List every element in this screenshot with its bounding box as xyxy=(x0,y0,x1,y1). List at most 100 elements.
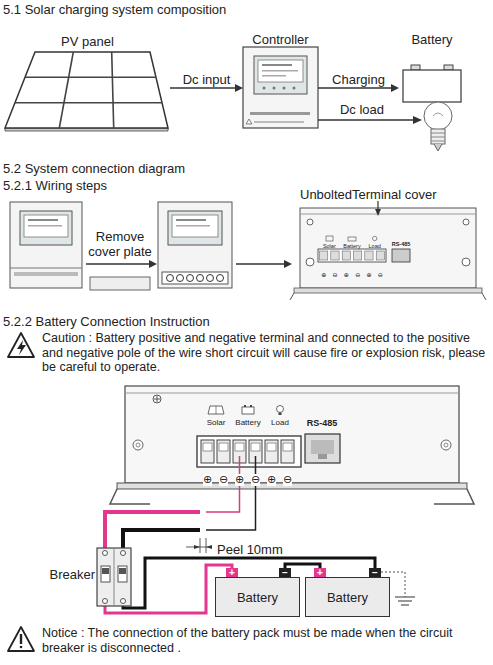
pv-panel-drawing xyxy=(15,52,162,128)
controller-step-two xyxy=(197,275,204,282)
arrow-head xyxy=(235,84,243,92)
controller-drawing xyxy=(273,87,276,90)
controller-housing xyxy=(217,440,230,463)
battery-icon: Battery xyxy=(399,30,465,105)
section-heading-slot: 5.2.2 Battery Connection Instruction xyxy=(3,312,210,330)
battery-drawing xyxy=(411,65,420,70)
part-name-slot: Breaker xyxy=(40,567,95,583)
controller-housing xyxy=(444,443,448,447)
controller-step-one xyxy=(28,225,62,227)
battery-wires xyxy=(105,512,200,548)
polarity-symbol-slot: ⊖ xyxy=(249,469,263,487)
terminal-view-small xyxy=(392,249,410,262)
connector-line xyxy=(318,87,391,88)
controller-drawing xyxy=(262,64,292,66)
dimension-mark xyxy=(194,545,200,549)
arrow-head xyxy=(391,84,399,92)
battery-drawing xyxy=(403,70,461,102)
controller-housing xyxy=(265,440,278,463)
load-label: Dc load xyxy=(332,102,392,118)
polarity-sign: − xyxy=(369,568,381,577)
warning-icon xyxy=(8,627,34,651)
breaker-drawing xyxy=(121,551,126,556)
terminal-view-small xyxy=(463,219,469,225)
controller-housing xyxy=(110,386,474,504)
node-label: Controller xyxy=(252,32,308,47)
pv-panel-drawing xyxy=(25,77,156,79)
terminal-view-small xyxy=(331,251,339,260)
part-name: Breaker xyxy=(40,567,95,583)
polarity-symbol: ⊕ xyxy=(267,474,276,486)
terminal-name-slot: Load xyxy=(263,418,297,427)
controller-housing xyxy=(125,386,459,483)
battery-drawing xyxy=(444,65,453,70)
breaker-drawing xyxy=(119,568,126,574)
load-arrow xyxy=(318,119,415,120)
battery-box: Battery xyxy=(215,577,300,617)
controller-step-two xyxy=(176,219,206,221)
step-arrow xyxy=(86,263,150,264)
breaker-drawing xyxy=(118,566,127,582)
terminal-view-small xyxy=(306,258,314,266)
controller-housing xyxy=(216,406,217,414)
breaker-drawing xyxy=(102,568,109,574)
step-caption-slot: Remove cover plate xyxy=(83,229,157,259)
terminal-view-small xyxy=(300,214,476,215)
battery-drawing xyxy=(403,65,461,102)
warning-icon xyxy=(20,646,23,649)
controller-step-two xyxy=(217,275,224,282)
polarity-symbol: ⊕ xyxy=(367,271,372,278)
section-heading: 5.2.2 Battery Connection Instruction xyxy=(3,314,210,330)
load-arrow xyxy=(318,116,422,124)
terminal-name: Solar xyxy=(199,418,233,427)
polarity-symbol-slot: ⊖ xyxy=(217,469,231,487)
controller-step-one xyxy=(24,215,68,237)
controller-housing xyxy=(281,440,294,463)
terminal-view-small xyxy=(342,251,350,260)
controller-step-two xyxy=(176,225,210,227)
polarity-symbol-slot: ⊖ xyxy=(375,263,385,281)
controller-housing xyxy=(251,443,260,451)
polarity-symbol-slot: ⊖ xyxy=(281,469,295,487)
terminal-view-small xyxy=(348,237,356,241)
callout-text: UnboltedTerminal cover xyxy=(300,187,437,203)
warning-icon xyxy=(17,340,26,355)
controller-drawing xyxy=(250,112,310,115)
warning-icon xyxy=(8,333,34,357)
dimension-mark xyxy=(206,538,207,553)
controller-drawing xyxy=(243,47,318,128)
polarity-symbol-slot: ⊕ xyxy=(265,469,279,487)
section-heading-slot: 5.1 Solar charging system composition xyxy=(3,0,226,18)
terminal-name-slot: Load xyxy=(363,243,387,249)
dimension-mark xyxy=(200,538,201,553)
dimension-mark xyxy=(186,538,212,553)
terminal-name: Load xyxy=(363,243,387,249)
controller-step-two xyxy=(158,202,232,288)
controller-housing xyxy=(279,413,282,416)
step-arrow xyxy=(149,260,157,268)
pv-panel-drawing xyxy=(112,52,114,128)
polarity-symbol-slot: ⊕ xyxy=(364,263,374,281)
polarity-symbol-slot: ⊖ xyxy=(330,263,340,281)
polarity-sign: + xyxy=(226,568,238,577)
polarity-symbol-slot: ⊕ xyxy=(233,469,247,487)
battery-wires xyxy=(123,530,200,548)
step-caption: Remove cover plate xyxy=(83,229,157,259)
cover-plate xyxy=(90,277,150,290)
terminal-view-small xyxy=(320,251,328,260)
controller-housing xyxy=(441,440,451,450)
node-label: Battery xyxy=(237,590,278,605)
polarity-symbol: ⊕ xyxy=(321,271,326,278)
terminal-name-slot: Battery xyxy=(340,243,364,249)
bulb-drawing xyxy=(434,144,442,151)
polarity-symbol-slot: ⊕ xyxy=(319,263,329,281)
terminal-view-small xyxy=(365,251,373,260)
pv-panel: PV panel xyxy=(5,32,170,130)
controller-housing xyxy=(242,407,254,414)
terminal-view-small xyxy=(290,293,486,300)
controller-drawing xyxy=(254,121,304,123)
controller-drawing xyxy=(258,60,303,82)
breaker-drawing xyxy=(103,599,108,604)
terminal-view-small xyxy=(462,258,470,266)
controller-housing xyxy=(283,443,292,451)
